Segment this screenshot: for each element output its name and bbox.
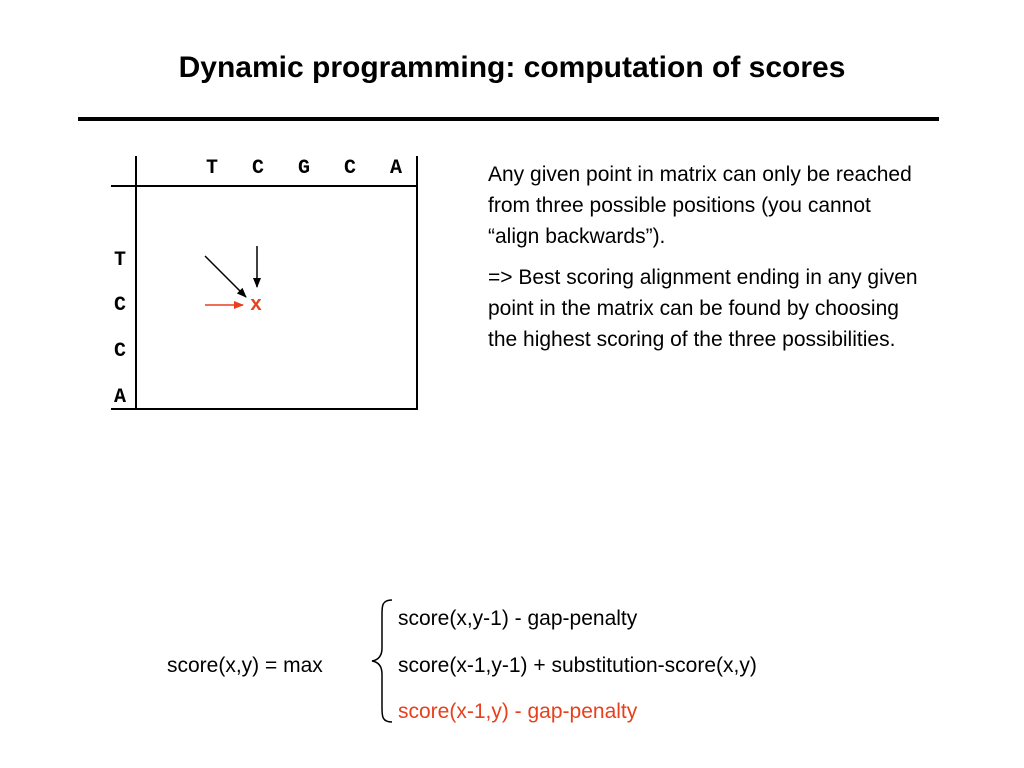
column-label: C <box>252 157 264 180</box>
diagonal-arrow <box>204 255 247 298</box>
column-label: C <box>344 157 356 180</box>
slide-title: Dynamic programming: computation of scor… <box>178 51 846 84</box>
column-label: A <box>390 157 402 180</box>
target-cell-marker: x <box>250 294 262 317</box>
column-label: G <box>298 157 310 180</box>
formula-case-vertical: score(x,y-1) - gap-penalty <box>398 607 638 630</box>
formula-brace <box>371 599 393 723</box>
title-divider <box>78 117 939 121</box>
formula-case-horizontal: score(x-1,y) - gap-penalty <box>398 700 638 723</box>
explanation-paragraph: Any given point in matrix can only be re… <box>488 163 912 248</box>
column-label: T <box>206 157 218 180</box>
row-label: A <box>114 386 126 409</box>
row-label: T <box>114 249 126 272</box>
formula-case-diagonal: score(x-1,y-1) + substitution-score(x,y) <box>398 654 757 677</box>
row-label: C <box>114 294 126 317</box>
row-label: C <box>114 340 126 363</box>
formula-lhs: score(x,y) = max <box>167 654 323 677</box>
explanation-paragraph: => Best scoring alignment ending in any … <box>488 266 918 351</box>
explanation-text: Any given point in matrix can only be re… <box>488 159 918 365</box>
